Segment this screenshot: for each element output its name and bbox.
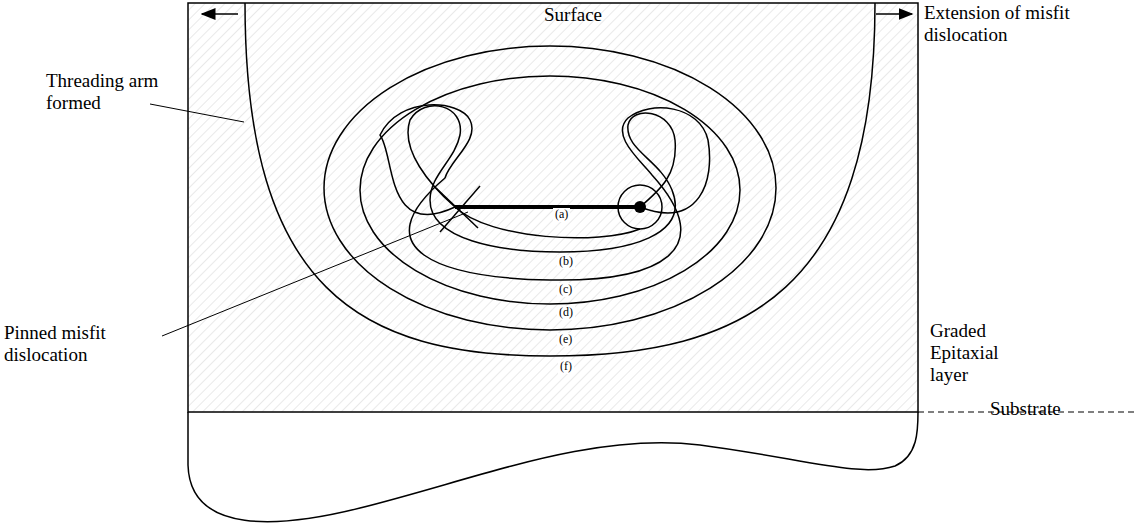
stage-label: (a) bbox=[553, 208, 570, 222]
dislocation-loop bbox=[408, 106, 675, 252]
substrate-label: Substrate bbox=[990, 398, 1061, 420]
pinned-label: Pinned misfit dislocation bbox=[4, 322, 144, 366]
extension-label: Extension of misfit dislocation bbox=[924, 2, 1134, 46]
layer-label: Graded Epitaxial layer bbox=[930, 320, 1020, 386]
leader-line bbox=[162, 212, 468, 336]
stage-label: (e) bbox=[557, 333, 574, 347]
dislocation-loop bbox=[380, 105, 710, 280]
extension-arrow bbox=[202, 13, 238, 15]
pinned-misfit-dislocation bbox=[455, 205, 640, 209]
substrate-outline bbox=[188, 412, 918, 522]
surface-label: Surface bbox=[544, 4, 602, 26]
stage-label: (f) bbox=[558, 360, 574, 374]
bowed-segment bbox=[455, 207, 640, 238]
extension-arrow bbox=[876, 13, 912, 15]
stage-label: (d) bbox=[557, 306, 575, 320]
leader-line bbox=[150, 104, 244, 122]
stage-label: (c) bbox=[557, 283, 574, 297]
pinning-point bbox=[634, 201, 646, 213]
threading-arm bbox=[245, 3, 875, 356]
dislocation-loop bbox=[360, 76, 740, 304]
stage-label: (b) bbox=[557, 255, 575, 269]
dislocation-loop bbox=[324, 46, 776, 330]
threading-arm-label: Threading arm formed bbox=[46, 70, 176, 114]
epitaxial-layer bbox=[188, 3, 918, 412]
